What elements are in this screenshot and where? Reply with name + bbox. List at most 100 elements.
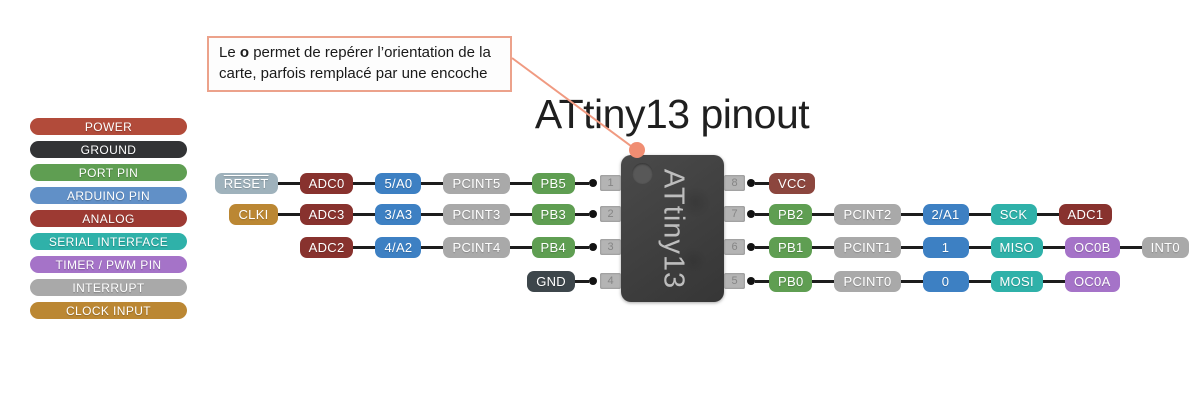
pill-label: 1	[941, 239, 950, 255]
pill-label: 2/A1	[931, 206, 960, 222]
connector-line	[812, 212, 835, 216]
pill-label: OC0B	[1073, 239, 1111, 255]
pill-label: PB0	[778, 273, 804, 289]
pin-number-8: 8	[724, 175, 745, 191]
pill-label: ADC1	[1067, 206, 1104, 222]
connection-dot	[589, 277, 597, 285]
pin-row-8: VCC	[747, 161, 837, 205]
annotation-pointer-dot	[629, 142, 645, 158]
connector-line	[1036, 212, 1059, 216]
connection-dot	[589, 179, 597, 187]
pill-label: PB5	[540, 175, 566, 191]
pin-function-pill-pcint1: PCINT1	[834, 236, 901, 258]
pill-label: GND	[536, 273, 566, 289]
legend-item-power: POWER	[30, 118, 187, 135]
pill-label: 0	[941, 273, 950, 289]
connector-line	[353, 245, 376, 249]
chip-label: ATtiny13	[657, 168, 689, 289]
annotation-text: Le	[219, 44, 240, 61]
pin-function-pill-pb1: PB1	[769, 236, 813, 258]
pin-function-pill-pcint0: PCINT0	[834, 270, 901, 292]
pin-function-pill-adc1: ADC1	[1058, 203, 1113, 225]
pin-function-pill-adc2: ADC2	[299, 236, 354, 258]
connection-dot	[747, 210, 755, 218]
pin-number-4: 4	[600, 273, 621, 289]
connection-dot	[589, 243, 597, 251]
connector-line	[353, 212, 376, 216]
connection-dot	[589, 210, 597, 218]
pill-label: CLKI	[238, 206, 269, 222]
legend-item-arduino-pin: ARDUINO PIN	[30, 187, 187, 204]
page-title: ATtiny13 pinout	[534, 91, 810, 137]
pin-row-4: GND	[510, 263, 597, 299]
pill-label: PB2	[778, 206, 804, 222]
pin-function-pill-1: 1	[922, 236, 969, 258]
pin-function-pill-0: 0	[922, 270, 969, 292]
connection-dot	[747, 179, 755, 187]
pin-function-pill-pcint3: PCINT3	[443, 203, 510, 225]
annotation-box: Le o permet de repérer l’orientation de …	[207, 36, 512, 92]
connector-line	[353, 181, 376, 185]
connector-line	[1042, 279, 1065, 283]
pin-number-5: 5	[724, 273, 745, 289]
connector-line	[812, 279, 835, 283]
legend-item-analog: ANALOG	[30, 210, 187, 227]
pin-function-pill-2-a1: 2/A1	[922, 203, 969, 225]
pin-function-pill-pb0: PB0	[769, 270, 813, 292]
connector-line	[900, 245, 923, 249]
pin-function-pill-pcint2: PCINT2	[834, 203, 901, 225]
legend-item-serial-interface: SERIAL INTERFACE	[30, 233, 187, 250]
pill-label: PCINT5	[452, 175, 501, 191]
pin-row-6: PB1 PCINT1 1 MISO OC0B INT0	[747, 227, 1189, 267]
pin-number-1: 1	[600, 175, 621, 191]
pill-label: PB3	[540, 206, 566, 222]
connector-line	[1119, 245, 1142, 249]
connector-line	[509, 181, 532, 185]
connector-line	[812, 245, 835, 249]
pill-label: PCINT3	[452, 206, 501, 222]
pin-function-pill-3-a3: 3/A3	[375, 203, 422, 225]
connection-dot	[747, 243, 755, 251]
pill-label: PCINT1	[843, 239, 892, 255]
pill-label: PB4	[540, 239, 566, 255]
connector-line	[755, 245, 769, 249]
pill-label: RESET	[223, 175, 269, 191]
pin-number-3: 3	[600, 239, 621, 255]
connector-line	[509, 212, 532, 216]
pill-label: PCINT2	[843, 206, 892, 222]
pin-function-pill-pb4: PB4	[531, 236, 575, 258]
pin-function-pill-5-a0: 5/A0	[375, 172, 422, 194]
connector-line	[277, 212, 300, 216]
connector-line	[277, 181, 300, 185]
connector-line	[755, 212, 769, 216]
legend-item-port-pin: PORT PIN	[30, 164, 187, 181]
pin-function-pill-clki: CLKI	[229, 203, 278, 225]
pill-label: MISO	[999, 239, 1034, 255]
connector-line	[755, 279, 769, 283]
pill-label: INT0	[1150, 239, 1180, 255]
pin-function-pill-pcint5: PCINT5	[443, 172, 510, 194]
pin-function-pill-int0: INT0	[1141, 236, 1189, 258]
annotation-bold-o: o	[239, 44, 250, 61]
pill-label: PB1	[778, 239, 804, 255]
pin-number-6: 6	[724, 239, 745, 255]
pill-label: 5/A0	[384, 175, 413, 191]
pin-function-pill-4-a2: 4/A2	[375, 236, 422, 258]
pin-function-pill-adc0: ADC0	[299, 172, 354, 194]
pin-function-pill-vcc: VCC	[747, 161, 837, 205]
pill-label: SCK	[999, 206, 1028, 222]
connector-line	[575, 181, 589, 185]
pin-function-pill-pb3: PB3	[531, 203, 575, 225]
pin-function-pill-pb5: PB5	[531, 172, 575, 194]
pin-function-pill-oc0b: OC0B	[1064, 236, 1120, 258]
connector-line	[421, 181, 444, 185]
connector-line	[900, 212, 923, 216]
connector-line	[575, 212, 589, 216]
pin-row-1: RESET ADC0 5/A0 PCINT5 PB5	[201, 163, 597, 203]
pin-function-pill-pcint4: PCINT4	[443, 236, 510, 258]
legend-item-clock-input: CLOCK INPUT	[30, 302, 187, 319]
connector-line	[1042, 245, 1065, 249]
